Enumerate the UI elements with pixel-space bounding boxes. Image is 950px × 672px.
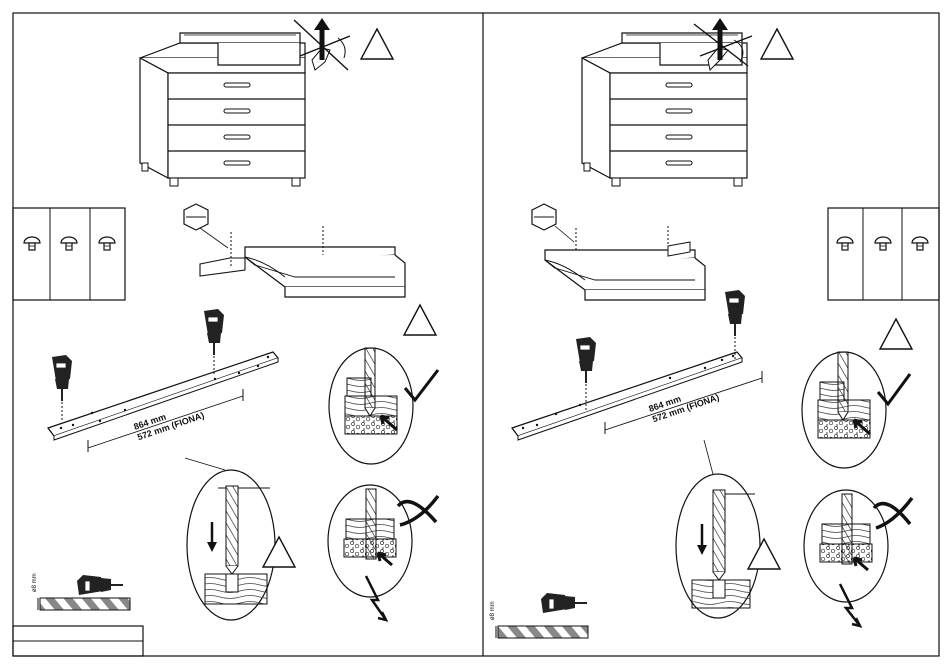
caps-box bbox=[13, 208, 125, 300]
drill-icon bbox=[204, 309, 224, 355]
warning-triangle-icon bbox=[361, 29, 393, 59]
correct-drilling-detail bbox=[802, 352, 886, 468]
left-panel: 864 mm 572 mm (FIONA) ø8 mm bbox=[13, 18, 483, 656]
right-panel: 864 mm 572 mm (FIONA) ø8 mm bbox=[490, 18, 939, 638]
drill-icon bbox=[541, 593, 587, 613]
drill-icon bbox=[77, 575, 123, 595]
incorrect-drilling-detail bbox=[328, 485, 412, 597]
warning-triangle-icon bbox=[880, 319, 912, 349]
side-board bbox=[200, 258, 245, 276]
dresser-illustration bbox=[140, 33, 305, 186]
drill-depth-detail bbox=[187, 470, 275, 620]
bit-diameter-label: ø8 mm bbox=[32, 573, 38, 592]
drill-icon bbox=[52, 355, 72, 401]
warning-triangle-icon bbox=[761, 29, 793, 59]
drill-bit bbox=[498, 626, 588, 638]
warning-triangle-icon bbox=[404, 305, 436, 335]
bit-diameter-label: ø8 mm bbox=[490, 601, 496, 620]
screw-cap-icon bbox=[61, 237, 77, 250]
hexagon-bolt-icon bbox=[184, 204, 228, 248]
correct-drilling-detail bbox=[329, 348, 413, 464]
changing-tray-illustration bbox=[545, 250, 705, 300]
screw-cap-icon bbox=[912, 237, 928, 250]
screw-cap-icon bbox=[837, 237, 853, 250]
screw-cap-icon bbox=[24, 237, 40, 250]
screw-cap-icon bbox=[875, 237, 891, 250]
drill-depth-detail bbox=[676, 474, 760, 618]
screw-cap-icon bbox=[99, 237, 115, 250]
drill-icon bbox=[725, 290, 745, 336]
hexagon-bolt-icon bbox=[532, 204, 574, 242]
changing-tray-illustration bbox=[245, 247, 405, 297]
drill-icon bbox=[576, 337, 596, 383]
drill-bit bbox=[40, 598, 130, 610]
caps-box bbox=[828, 208, 939, 300]
